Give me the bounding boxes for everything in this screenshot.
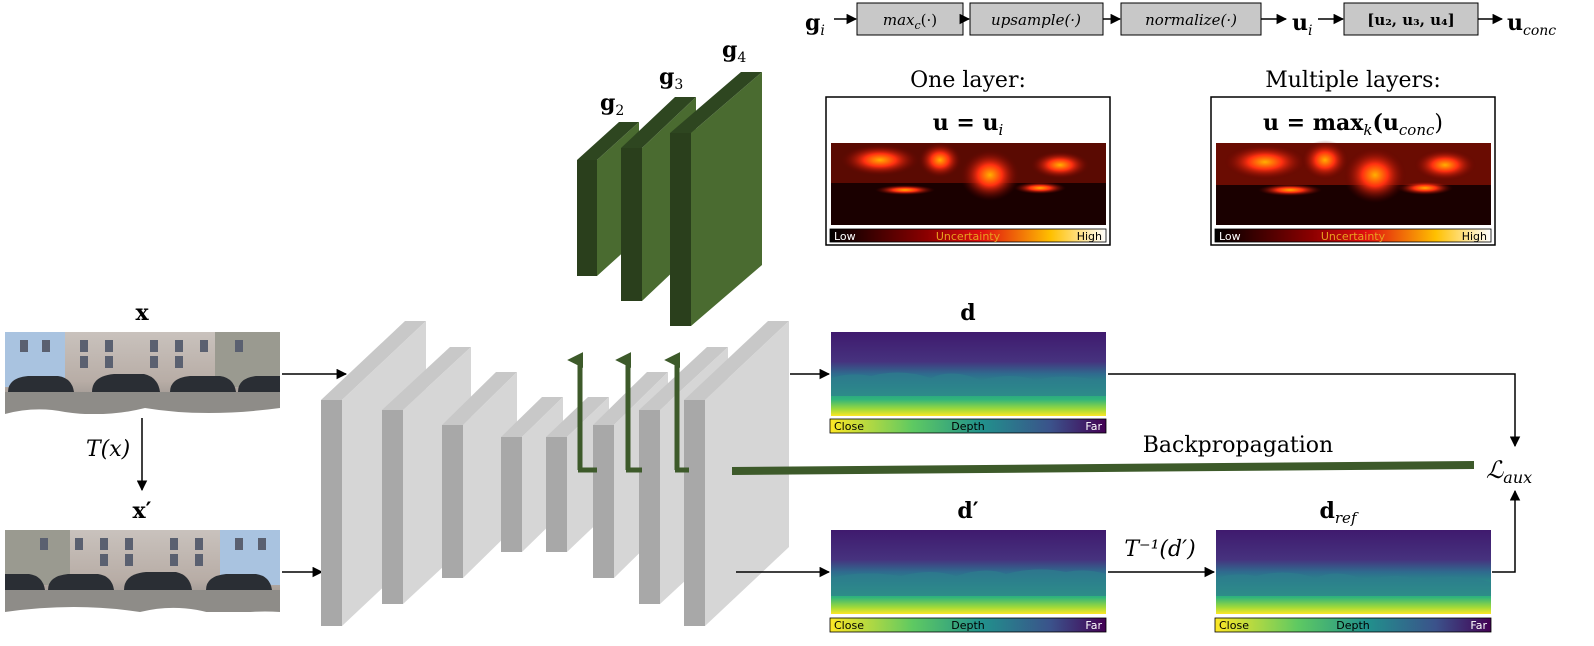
depth-image bbox=[831, 332, 1106, 416]
feature-g2-top bbox=[577, 122, 639, 160]
colorbar-mid: Uncertainty bbox=[1321, 230, 1386, 243]
inverse-transform-label: T⁻¹(d′) bbox=[1124, 537, 1195, 562]
depth-map-d-prime: d′ Close Depth Far bbox=[829, 498, 1107, 633]
depth-bar-far: Far bbox=[1085, 619, 1102, 632]
input-x-prime-label: x′ bbox=[133, 498, 152, 524]
panel-caption: One layer: bbox=[910, 68, 1026, 93]
feature-g3-side bbox=[621, 148, 642, 301]
depth-map-d-ref: dref Close Depth Far bbox=[1214, 498, 1492, 633]
feature-g4-front bbox=[691, 72, 762, 326]
feature-g4-side bbox=[670, 133, 691, 326]
panel-equation: u = maxk(uconc) bbox=[1263, 110, 1443, 139]
feature-g4-top bbox=[670, 72, 762, 133]
upsample-box bbox=[969, 2, 1104, 36]
arrow-d-to-loss bbox=[1108, 373, 1521, 448]
panel-caption: Multiple layers: bbox=[1265, 68, 1441, 93]
panel-equation: u = ui bbox=[933, 110, 1004, 139]
upsample-label: upsample(·) bbox=[991, 11, 1081, 29]
depth-bar-mid: Depth bbox=[951, 420, 985, 433]
per-layer-label: ui bbox=[1292, 10, 1312, 39]
depth-bar-mid: Depth bbox=[1336, 619, 1370, 632]
depth-bar-close: Close bbox=[1219, 619, 1249, 632]
depth-colorbar bbox=[1214, 617, 1492, 633]
uncertainty-colorbar bbox=[829, 228, 1107, 243]
depth-bar-far: Far bbox=[1085, 420, 1102, 433]
uncertainty-colorbar bbox=[1214, 228, 1492, 243]
feature-g3-top bbox=[621, 97, 696, 148]
network bbox=[321, 321, 789, 626]
feature-g2-label: g2 bbox=[600, 90, 624, 119]
normalize-box bbox=[1120, 2, 1262, 36]
input-x-label: x bbox=[135, 300, 149, 326]
pipeline-input-label: gi bbox=[805, 10, 825, 39]
max-label: maxc(·) bbox=[883, 11, 937, 32]
output-label: uconc bbox=[1507, 10, 1556, 39]
colorbar-low: Low bbox=[1219, 230, 1241, 243]
depth-d-label: d bbox=[960, 300, 975, 326]
feature-g3-label: g3 bbox=[659, 64, 683, 93]
transform-label: T(x) bbox=[86, 437, 130, 462]
uncertainty-panel-one-layer: One layer: u = ui Low Uncertainty High bbox=[825, 68, 1111, 246]
input-image-x-prime: x′ bbox=[5, 498, 280, 616]
colorbar-high: High bbox=[1462, 230, 1487, 243]
depth-bar-far: Far bbox=[1470, 619, 1487, 632]
feature-g4-label: g4 bbox=[722, 37, 746, 66]
colorbar-mid: Uncertainty bbox=[936, 230, 1001, 243]
backpropagation-path bbox=[732, 461, 1474, 475]
depth-bar-close: Close bbox=[834, 420, 864, 433]
backpropagation-label: Backpropagation bbox=[1143, 433, 1333, 458]
feature-g2-side bbox=[577, 160, 597, 276]
uncertainty-heatmap bbox=[1216, 140, 1491, 225]
colorbar-high: High bbox=[1077, 230, 1102, 243]
uncertainty-heatmap bbox=[831, 142, 1106, 225]
colorbar-low: Low bbox=[834, 230, 856, 243]
loss-label: ℒaux bbox=[1486, 456, 1532, 487]
depth-colorbar bbox=[829, 617, 1107, 633]
input-image-x: x bbox=[5, 300, 280, 415]
feature-extraction-arrows bbox=[567, 351, 689, 473]
concat-label: [u₂, u₃, u₄] bbox=[1367, 11, 1455, 29]
uncertainty-panel-multiple-layers: Multiple layers: u = maxk(uconc) Low Unc… bbox=[1210, 68, 1496, 246]
feature-maps: g2 g3 g4 bbox=[577, 37, 762, 326]
depth-bar-close: Close bbox=[834, 619, 864, 632]
arrow-d-ref-to-loss bbox=[1492, 489, 1521, 573]
pipeline: gi maxc(·) upsample(·) normalize(·) ui [… bbox=[805, 2, 1556, 39]
depth-bar-mid: Depth bbox=[951, 619, 985, 632]
depth-colorbar bbox=[829, 418, 1107, 434]
normalize-label: normalize(·) bbox=[1145, 11, 1237, 29]
depth-map-d: d Close Depth Far bbox=[829, 300, 1107, 434]
depth-d-ref-label: dref bbox=[1320, 498, 1359, 527]
depth-d-prime-label: d′ bbox=[957, 498, 978, 524]
depth-image bbox=[1216, 530, 1491, 614]
